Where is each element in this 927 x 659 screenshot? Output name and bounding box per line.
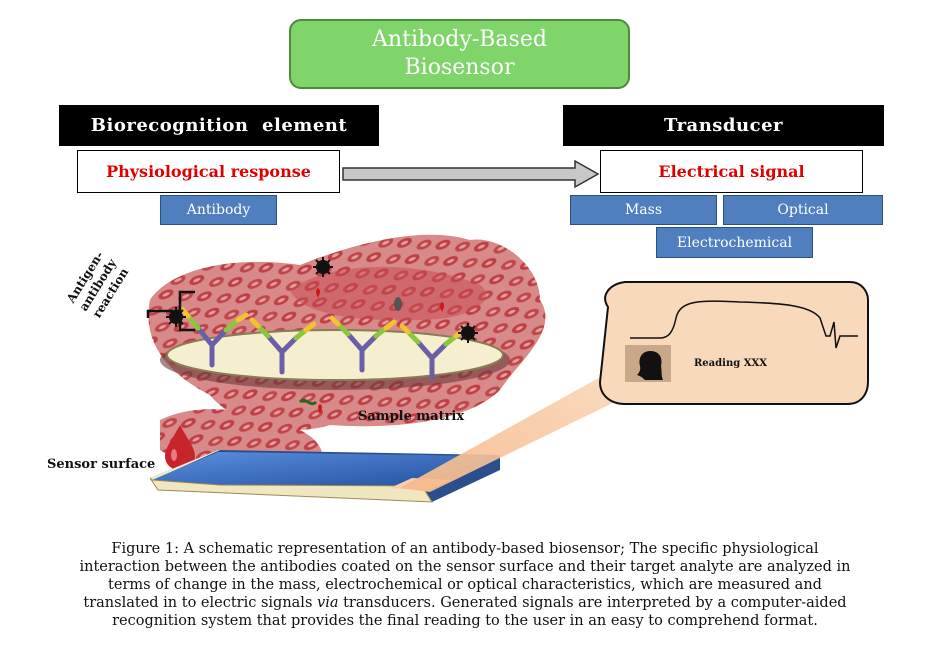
reader-beam <box>400 355 660 492</box>
biosensor-illustration <box>146 234 869 503</box>
signal-arrow <box>342 159 600 189</box>
figure-caption: Figure 1: A schematic representation of … <box>70 540 860 630</box>
optical-box: Optical <box>723 195 883 225</box>
caption-text-2: transducers. Generated signals are inter… <box>112 595 847 629</box>
mass-label: Mass <box>624 202 663 218</box>
antibody-3 <box>329 315 397 373</box>
signal-trace <box>630 300 858 349</box>
reading-label: Reading XXX <box>694 358 767 369</box>
electrochemical-box: Electrochemical <box>656 227 813 258</box>
physiological-response-box: Physiological response <box>77 150 340 193</box>
reaction-bracket <box>146 290 195 332</box>
biorecognition-header: Biorecognition element <box>59 105 379 146</box>
caption-text-1: Figure 1: A schematic representation of … <box>79 541 851 611</box>
title-box: Antibody-Based Biosensor <box>289 19 630 89</box>
sensor-surface-label: Sensor surface <box>47 457 156 472</box>
caption-via: via <box>317 595 339 611</box>
electrochemical-label: Electrochemical <box>676 234 793 251</box>
mass-box: Mass <box>570 195 717 225</box>
transducer-header: Transducer <box>563 105 884 146</box>
antibody-label: Antibody <box>186 202 251 218</box>
optical-label: Optical <box>777 202 829 218</box>
reader-display <box>598 281 869 405</box>
diagram-title: Antibody-Based Biosensor <box>372 27 547 80</box>
sample-matrix-label: Sample matrix <box>358 409 465 424</box>
transducer-header-label: Transducer <box>663 115 784 136</box>
antibody-box: Antibody <box>160 195 277 225</box>
antibody-2 <box>249 317 317 375</box>
biorecognition-header-label: Biorecognition element <box>90 115 348 136</box>
physiological-response-label: Physiological response <box>106 162 311 181</box>
electrical-signal-label: Electrical signal <box>658 162 805 181</box>
electrical-signal-box: Electrical signal <box>600 150 863 193</box>
